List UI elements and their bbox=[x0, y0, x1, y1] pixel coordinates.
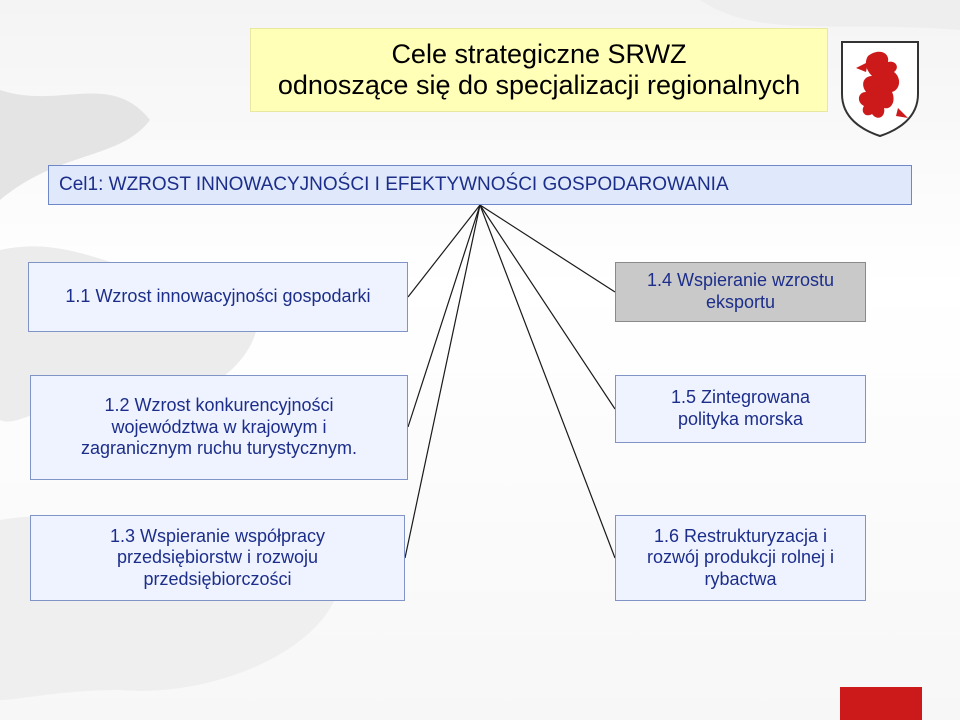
red-corner-bar bbox=[840, 687, 922, 720]
subgoal-1-3-label: 1.3 Wspieranie współpracy przedsiębiorst… bbox=[109, 525, 326, 589]
subgoal-1-2-label: 1.2 Wzrost konkurencyjności województwa … bbox=[80, 395, 358, 459]
subgoal-1-1: 1.1 Wzrost innowacyjności gospodarki bbox=[28, 262, 408, 332]
subgoal-1-5: 1.5 Zintegrowana polityka morska bbox=[615, 375, 866, 443]
subgoal-1-2: 1.2 Wzrost konkurencyjności województwa … bbox=[30, 375, 408, 480]
subgoal-1-1-label: 1.1 Wzrost innowacyjności gospodarki bbox=[65, 286, 371, 307]
title-line-1: Cele strategiczne SRWZ bbox=[391, 38, 687, 69]
subgoal-1-6-label: 1.6 Restrukturyzacja i rozwój produkcji … bbox=[646, 525, 835, 589]
subgoal-1-5-label: 1.5 Zintegrowana polityka morska bbox=[670, 387, 811, 429]
subgoal-1-4: 1.4 Wspieranie wzrostu eksportu bbox=[615, 262, 866, 322]
page-title: Cele strategiczne SRWZ odnoszące się do … bbox=[250, 28, 828, 112]
subgoal-1-4-label: 1.4 Wspieranie wzrostu eksportu bbox=[646, 270, 835, 312]
main-goal-label: Cel1: WZROST INNOWACYJNOŚCI I EFEKTYWNOŚ… bbox=[59, 173, 729, 195]
subgoal-1-3: 1.3 Wspieranie współpracy przedsiębiorst… bbox=[30, 515, 405, 601]
main-goal-box: Cel1: WZROST INNOWACYJNOŚCI I EFEKTYWNOŚ… bbox=[48, 165, 912, 205]
subgoal-1-6: 1.6 Restrukturyzacja i rozwój produkcji … bbox=[615, 515, 866, 601]
title-line-2: odnoszące się do specjalizacji regionaln… bbox=[277, 70, 801, 100]
griffin-crest-icon bbox=[841, 41, 919, 138]
